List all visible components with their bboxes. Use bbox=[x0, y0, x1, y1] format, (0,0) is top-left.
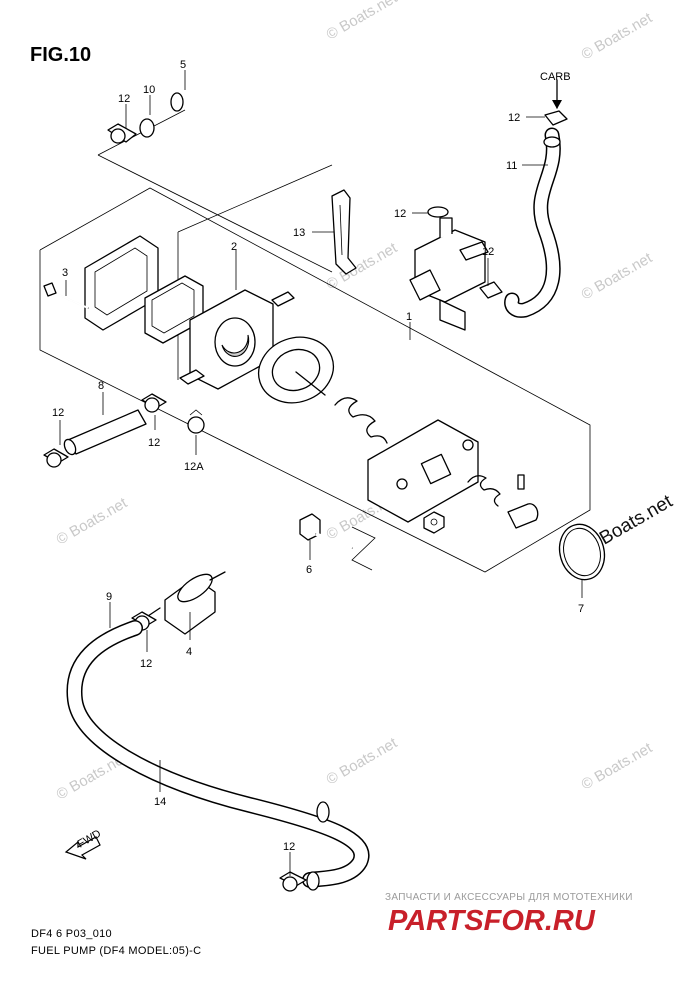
bracket-13 bbox=[331, 189, 357, 275]
hose-11 bbox=[504, 79, 568, 318]
pump-cover bbox=[367, 419, 479, 523]
clamp-12-valve bbox=[427, 206, 449, 218]
hose-8 bbox=[63, 409, 147, 456]
callout-10: 10 bbox=[143, 84, 155, 96]
watermark: © Boats.net bbox=[579, 249, 656, 303]
o-ring-7 bbox=[558, 523, 606, 581]
fuel-filter-4 bbox=[147, 571, 226, 635]
fwd-arrow: FWD bbox=[64, 828, 103, 860]
callout-5: 5 bbox=[180, 59, 186, 71]
figure-caption: FUEL PUMP (DF4 MODEL:05)-C bbox=[31, 945, 202, 957]
watermark: © Boats.net bbox=[579, 9, 656, 63]
callout-14: 14 bbox=[154, 796, 166, 808]
hose-5 bbox=[134, 64, 448, 196]
check-spring bbox=[467, 475, 501, 507]
pump-body bbox=[179, 289, 295, 390]
callout-12: 12 bbox=[52, 407, 64, 419]
clamp-12-hose8-left bbox=[43, 448, 69, 468]
watermark: © Boats.net bbox=[324, 0, 401, 43]
callouts: 5 10 12 CARB 12 11 12 13 2 12 3 1 8 12 1… bbox=[52, 59, 584, 853]
watermark: © Boats.net bbox=[54, 494, 131, 548]
seal-cap bbox=[507, 474, 539, 529]
clamp-12-hose8-right bbox=[141, 393, 167, 413]
callout-12: 12 bbox=[140, 658, 152, 670]
watermark: © Boats.net bbox=[324, 734, 401, 788]
callout-3: 3 bbox=[62, 267, 68, 279]
watermark: © Boats.net bbox=[579, 739, 656, 793]
callout-12: 12 bbox=[148, 437, 160, 449]
callout-12: 12 bbox=[394, 208, 406, 220]
callout-8: 8 bbox=[98, 380, 104, 392]
callout-1: 1 bbox=[406, 311, 412, 323]
callout-12: 12 bbox=[482, 246, 494, 258]
callout-7: 7 bbox=[578, 603, 584, 615]
brand-logo: PARTSFOR.RU bbox=[388, 905, 595, 937]
callout-12: 12 bbox=[508, 112, 520, 124]
nut bbox=[423, 511, 445, 534]
clip-12A bbox=[187, 409, 205, 434]
callout-4: 4 bbox=[186, 646, 192, 658]
clamp-12-carb bbox=[544, 110, 568, 126]
carb-label: CARB bbox=[540, 71, 571, 83]
model-code: DF4 6 P03_010 bbox=[31, 928, 112, 940]
hose-14 bbox=[66, 620, 370, 891]
footer-banner: ЗАПЧАСТИ И АКСЕССУАРЫ ДЛЯ МОТОТЕХНИКИ bbox=[385, 892, 633, 903]
bolt-6 bbox=[299, 513, 353, 550]
callout-12: 12 bbox=[283, 841, 295, 853]
callout-2: 2 bbox=[231, 241, 237, 253]
clamp-12-bottom bbox=[279, 871, 307, 892]
figure-title: FIG.10 bbox=[30, 44, 92, 66]
callout-9: 9 bbox=[106, 591, 112, 603]
callout-12: 12 bbox=[118, 93, 130, 105]
leader-lines bbox=[59, 70, 583, 876]
callout-6: 6 bbox=[306, 564, 312, 576]
callout-11: 11 bbox=[506, 160, 517, 172]
fuel-valve bbox=[409, 206, 503, 331]
screw-3 bbox=[43, 282, 89, 309]
hose-end bbox=[139, 118, 155, 138]
callout-13: 13 bbox=[293, 227, 305, 239]
clamp-12-top-left bbox=[107, 123, 137, 144]
callout-12A: 12A bbox=[184, 461, 204, 473]
diaphragm bbox=[258, 336, 334, 404]
spring bbox=[334, 397, 388, 444]
clamp-12-right bbox=[479, 281, 503, 299]
